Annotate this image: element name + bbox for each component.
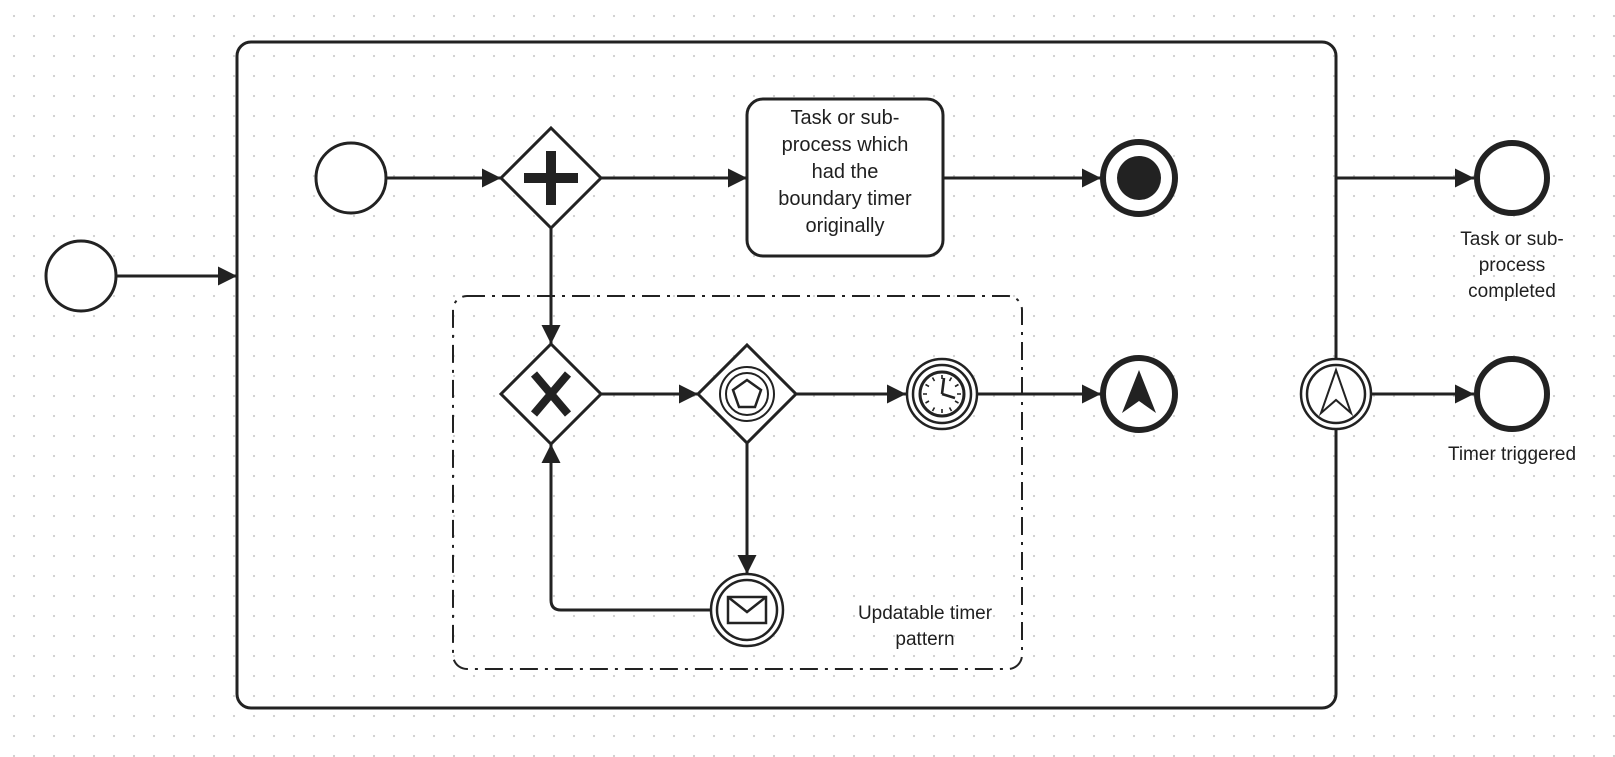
end-event-completed[interactable]: [1474, 140, 1550, 216]
escalation-end-event[interactable]: [1100, 355, 1178, 433]
message-intermediate-event[interactable]: [709, 572, 785, 648]
task-label: Task or sub- process which had the bound…: [778, 107, 912, 237]
exclusive-gateway[interactable]: [498, 341, 604, 447]
plus-icon: [524, 151, 578, 205]
end-event-timer-triggered[interactable]: [1474, 356, 1550, 432]
outer-start-event[interactable]: [44, 239, 118, 313]
timer-intermediate-event[interactable]: [905, 357, 979, 431]
x-icon: [530, 371, 572, 417]
arrow-up-icon: [1318, 366, 1354, 417]
envelope-icon: [726, 595, 768, 625]
pentagon-icon: [731, 378, 763, 409]
event-based-gateway[interactable]: [695, 342, 799, 446]
group-label: Updatable timer pattern: [857, 603, 993, 650]
parallel-gateway[interactable]: [498, 125, 604, 231]
task-box[interactable]: [745, 97, 945, 258]
flow-message-to-exclusive[interactable]: [541, 444, 711, 612]
group-box[interactable]: [452, 295, 1023, 670]
clock-icon: [918, 370, 966, 418]
inner-start-event[interactable]: [314, 141, 388, 215]
timer-triggered-label: Timer triggered: [1447, 444, 1577, 465]
completed-label: Task or sub- process completed: [1460, 229, 1564, 302]
arrow-up-icon: [1122, 370, 1156, 413]
escalation-boundary-event[interactable]: [1299, 357, 1373, 431]
filled-circle-icon: [1117, 156, 1161, 200]
terminate-end-event[interactable]: [1100, 139, 1178, 217]
